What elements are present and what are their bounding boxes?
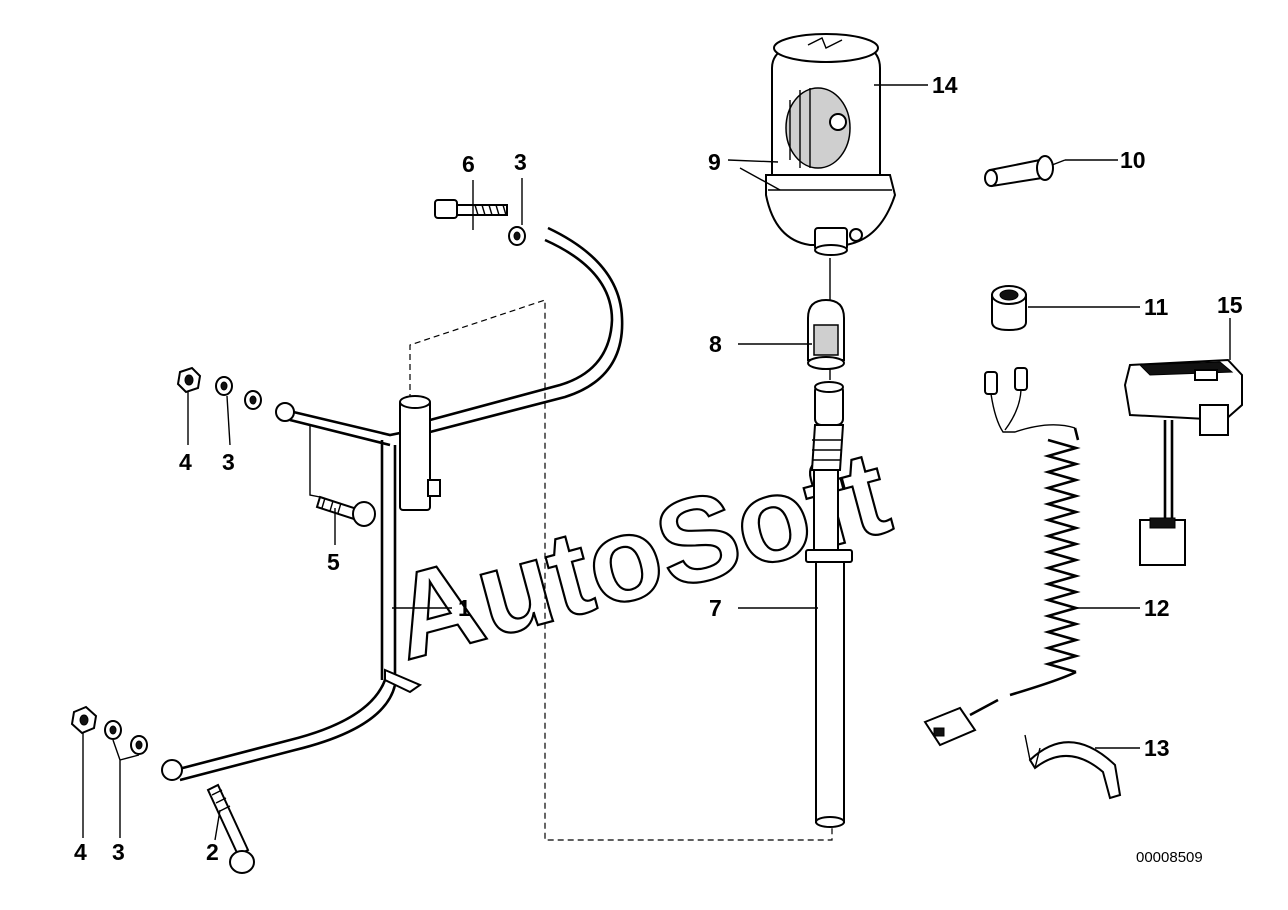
bulb-10 bbox=[984, 155, 1066, 188]
label-13: 13 bbox=[1144, 735, 1170, 761]
beacon-lamp bbox=[765, 33, 897, 256]
label-5: 5 bbox=[327, 549, 340, 575]
grommet-11 bbox=[991, 285, 1027, 332]
label-10: 10 bbox=[1120, 147, 1146, 173]
label-3-top: 3 bbox=[514, 149, 527, 175]
mounting-bracket bbox=[161, 226, 624, 782]
mounting-rod-7 bbox=[805, 381, 853, 828]
nut-4-upper bbox=[176, 366, 202, 394]
assembly-guide-line bbox=[409, 299, 833, 841]
label-8: 8 bbox=[709, 331, 722, 357]
label-11: 11 bbox=[1144, 294, 1169, 320]
washer-3-top bbox=[508, 226, 526, 246]
bolt-6 bbox=[434, 199, 508, 219]
switch-15 bbox=[1123, 358, 1243, 566]
leader-lines bbox=[82, 84, 1231, 841]
label-15: 15 bbox=[1217, 292, 1243, 318]
label-2: 2 bbox=[206, 839, 219, 865]
coiled-cable-12 bbox=[923, 367, 1081, 747]
label-7: 7 bbox=[709, 595, 722, 621]
clip-13 bbox=[1024, 734, 1122, 800]
label-3-lower: 3 bbox=[112, 839, 125, 865]
diagram-code: 00008509 bbox=[1136, 849, 1203, 866]
label-3-upper: 3 bbox=[222, 449, 235, 475]
label-14: 14 bbox=[932, 72, 958, 98]
bolt-5 bbox=[315, 495, 376, 527]
washers-3-upper bbox=[215, 376, 262, 410]
label-12: 12 bbox=[1144, 595, 1170, 621]
bolt-2 bbox=[206, 783, 255, 874]
label-6: 6 bbox=[462, 151, 475, 177]
label-9: 9 bbox=[708, 149, 721, 175]
nut-4-lower bbox=[70, 705, 98, 735]
label-4-lower: 4 bbox=[74, 839, 87, 865]
label-1: 1 bbox=[458, 595, 471, 621]
washers-3-lower bbox=[104, 720, 148, 755]
lamp-holder-8 bbox=[807, 298, 845, 370]
label-4-upper: 4 bbox=[179, 449, 192, 475]
